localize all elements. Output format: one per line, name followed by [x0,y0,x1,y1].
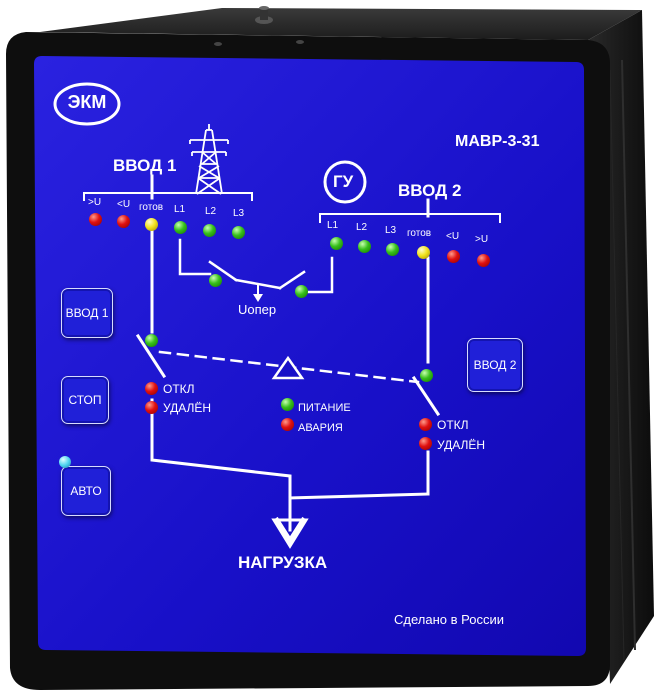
switch1-off-label: ОТКЛ [163,382,195,396]
uoper-label: Uопер [238,302,277,317]
input1-led-l2 [203,224,216,237]
generator-circle-icon [323,160,367,204]
input2-ind-label-4: готов [407,228,432,239]
switch2-off-label: ОТКЛ [437,418,469,432]
input1-button[interactable]: ВВОД 1 [61,288,113,338]
input1-ind-label-6: L3 [233,208,245,219]
input1-ind-label-4: L1 [174,204,186,215]
ekm-logo: ЭКМ [67,92,107,112]
made-in-label: Сделано в России [394,612,504,627]
input1-led-undervoltage [117,215,130,228]
uoper-left-line [178,238,212,276]
load-arrow-head [271,518,309,549]
uoper-bus [234,278,282,290]
uoper-right-line [302,256,334,294]
input1-ind-label-3: готов [139,202,164,213]
input1-led-ready [145,218,158,231]
switch2-led [420,369,433,382]
input2-led-l1 [330,237,343,250]
input1-ind-label-2: <U [117,199,131,210]
uoper-led-right [295,285,308,298]
auto-button[interactable]: АВТО [61,466,111,516]
alarm-label: АВАРИЯ [298,422,343,434]
switch1-off-led [145,382,158,395]
switch1-blade [135,333,167,379]
uoper-right-switch [278,270,306,290]
input1-indicator-bracket [83,192,253,201]
switch2-remote-label: УДАЛЁН [437,438,486,452]
model-label: МАВР-3-31 [455,133,540,150]
input1-ind-label-1: >U [88,197,102,208]
switch1-remote-label: УДАЛЁН [163,401,212,415]
input2-title: ВВОД 2 [398,181,462,200]
input1-title: ВВОД 1 [113,156,177,175]
transmission-tower-icon [189,124,229,195]
switch1-remote-led [145,401,158,414]
input2-led-l3 [386,243,399,256]
power-led [281,398,294,411]
ekm-logo-oval [53,82,121,126]
power-label: ПИТАНИЕ [298,402,351,414]
input2-ind-label-2: L2 [356,222,368,233]
input2-led-ready [417,246,430,259]
uoper-arrow-head [253,294,263,302]
load-bus-right [288,492,430,500]
switch2-remote-led [419,437,432,450]
input2-ind-label-1: L1 [327,220,339,231]
input2-ind-label-3: L3 [385,225,397,236]
input2-ind-label-5: <U [446,231,460,242]
input1-led-l1 [174,221,187,234]
switch1-led [145,334,158,347]
input1-ind-label-5: L2 [205,206,217,217]
input2-button[interactable]: ВВОД 2 [467,338,523,392]
input2-led-l2 [358,240,371,253]
input2-ind-label-6: >U [475,234,489,245]
switch2-off-led [419,418,432,431]
load-bus-left [150,452,292,500]
input2-indicator-bracket [319,213,501,223]
input2-led-undervoltage [447,250,460,263]
input1-led-l3 [232,226,245,239]
alarm-led [281,418,294,431]
auto-mode-led [59,456,71,468]
stop-button[interactable]: СТОП [61,376,109,424]
uoper-left-switch [208,260,238,282]
uoper-led-left [209,274,222,287]
input2-led-overvoltage [477,254,490,267]
input1-led-overvoltage [89,213,102,226]
generator-label: ГУ [333,172,354,191]
switch2-blade [411,375,441,417]
interlock-triangle [271,355,305,380]
load-label: НАГРУЗКА [238,553,328,572]
